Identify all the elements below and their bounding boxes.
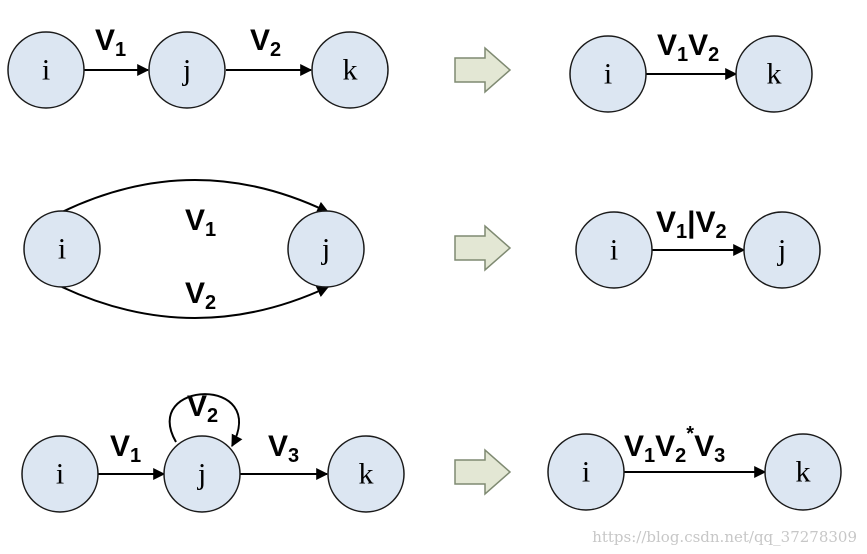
edge-label-v2: V2 — [185, 277, 216, 314]
node-i — [7, 31, 85, 109]
node-label: k — [767, 58, 782, 91]
rule-1: i j k V1 V2 i k V1V2 — [7, 24, 813, 113]
edge-label-v2: V2 — [250, 24, 281, 61]
node-i — [547, 433, 625, 511]
node-label: i — [610, 234, 618, 267]
watermark: https://blog.csdn.net/qq_37278309 — [592, 528, 857, 546]
transform-arrow-icon — [454, 448, 512, 496]
edge-label-v1v2star-v3: V1V2*V3 — [624, 423, 725, 467]
node-label: i — [58, 233, 66, 266]
node-label: j — [321, 233, 330, 266]
node-label: k — [796, 456, 811, 489]
node-label: i — [56, 458, 64, 491]
node-k — [311, 31, 389, 109]
edge-label-v1v2: V1V2 — [657, 29, 719, 66]
node-k — [735, 35, 813, 113]
transform-arrow-icon — [454, 46, 512, 94]
node-j — [148, 31, 226, 109]
node-label: i — [604, 58, 612, 91]
node-j — [163, 435, 241, 513]
node-k — [764, 433, 842, 511]
node-label: k — [343, 54, 358, 87]
rule-2: i j V1 V2 i j V1|V2 — [23, 179, 821, 319]
node-k — [327, 435, 405, 513]
node-j — [743, 211, 821, 289]
node-label: j — [197, 458, 206, 491]
edge-label-v1: V1 — [185, 204, 216, 241]
edge-label-v1: V1 — [110, 430, 141, 467]
node-i — [575, 211, 653, 289]
transform-arrow-icon — [454, 224, 512, 272]
edge-label-v3: V3 — [268, 430, 299, 467]
node-label: i — [582, 456, 590, 489]
edge-j-self-loop — [168, 393, 243, 448]
edge-i-j-lower — [61, 286, 330, 319]
edge-label-v1-or-v2: V1|V2 — [656, 206, 727, 243]
node-i — [569, 35, 647, 113]
edge-label-v2: V2 — [187, 390, 218, 427]
rule-3: i j k V1 V2 V3 i k V1V2*V3 — [21, 390, 842, 513]
node-label: k — [359, 458, 374, 491]
node-label: j — [777, 234, 786, 267]
node-i — [21, 435, 99, 513]
node-label: j — [182, 54, 191, 87]
node-label: i — [42, 54, 50, 87]
edge-i-j-upper — [61, 179, 330, 213]
node-i — [23, 210, 101, 288]
edge-label-v1: V1 — [95, 24, 126, 61]
node-j — [287, 210, 365, 288]
